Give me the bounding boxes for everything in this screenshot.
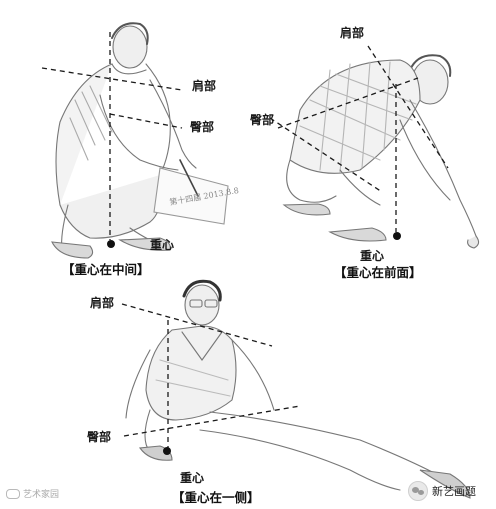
- wechat-icon: [408, 481, 428, 501]
- caption-panel-3: 【重心在一侧】: [172, 490, 260, 505]
- watermark-right-text: 新艺画题: [432, 485, 476, 498]
- center-label-1: 重心: [150, 238, 175, 252]
- hip-label-1: 臀部: [190, 120, 215, 134]
- hip-label-2: 臀部: [250, 113, 275, 127]
- figure-lunging-man: [125, 279, 471, 499]
- figure-crouching-man: [51, 22, 229, 259]
- watermark-right: 新艺画题: [408, 481, 476, 501]
- figure-leaning-boy: [282, 54, 480, 249]
- center-of-gravity-dot-3: [163, 447, 171, 455]
- guide-lines-panel-2: [269, 45, 449, 232]
- caption-panel-1: 【重心在中间】: [62, 262, 150, 277]
- watermark-left-text: 艺术家园: [23, 490, 60, 500]
- center-label-2: 重心: [360, 249, 385, 263]
- shoulder-label-2: 肩部: [340, 26, 365, 40]
- guide-lines-panel-3: [121, 303, 301, 448]
- center-of-gravity-dot-2: [393, 232, 401, 240]
- shoulder-label-3: 肩部: [90, 296, 115, 310]
- guide-lines-panel-1: [41, 32, 183, 240]
- hip-label-3: 臀部: [87, 430, 112, 444]
- center-of-gravity-dot-1: [107, 240, 115, 248]
- link-icon: [6, 488, 20, 499]
- center-label-3: 重心: [180, 471, 205, 485]
- watermark-left: 艺术家园: [6, 487, 59, 500]
- caption-panel-2: 【重心在前面】: [334, 265, 422, 280]
- shoulder-label-1: 肩部: [192, 79, 217, 93]
